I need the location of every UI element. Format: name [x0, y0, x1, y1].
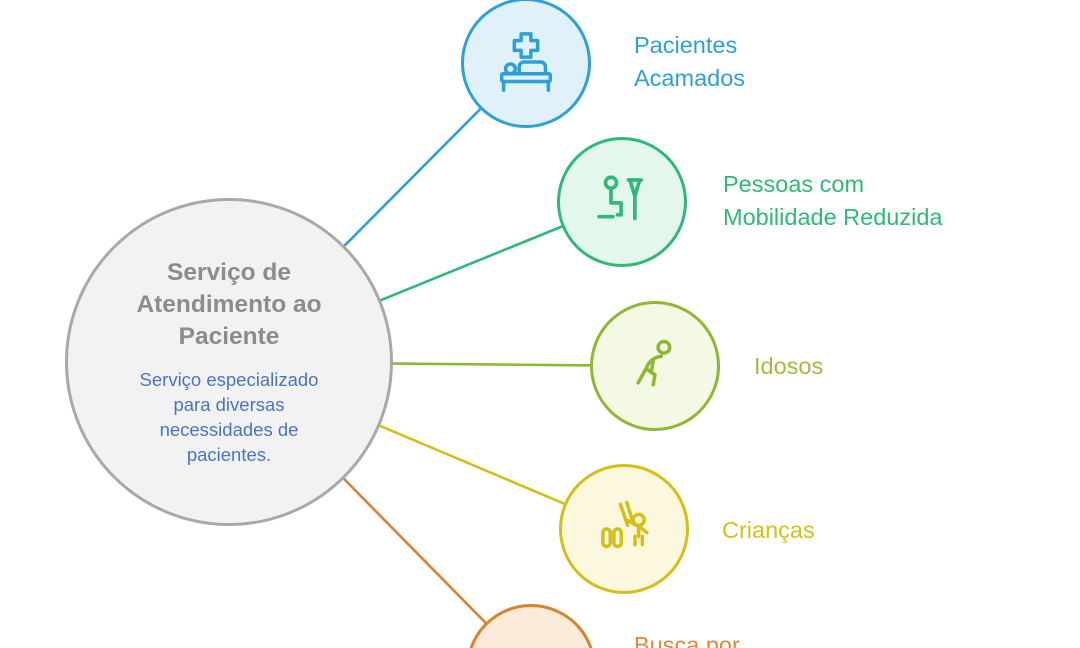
center-node: Serviço de Atendimento ao Paciente Servi…	[65, 198, 393, 526]
label-busca-por: Busca por	[634, 632, 740, 648]
node-pacientes-acamados	[461, 0, 591, 128]
node-mobilidade-reduzida	[557, 137, 687, 267]
node-criancas	[559, 464, 689, 594]
label-mobilidade-reduzida: Pessoas com Mobilidade Reduzida	[723, 171, 943, 230]
center-node-subtitle: Serviço especializado para diversas nece…	[139, 369, 319, 465]
node-idosos	[590, 301, 720, 431]
elderly-person-icon	[636, 339, 672, 387]
adult-with-child-icon	[601, 500, 649, 549]
hospital-bed-icon	[499, 32, 553, 92]
label-pacientes-acamados: Pacientes Acamados	[634, 32, 746, 91]
label-idosos: Idosos	[754, 353, 824, 379]
label-criancas: Crianças	[722, 517, 815, 543]
person-with-crutch-icon	[597, 175, 644, 221]
center-node-title: Serviço de Atendimento ao Paciente	[136, 259, 322, 350]
